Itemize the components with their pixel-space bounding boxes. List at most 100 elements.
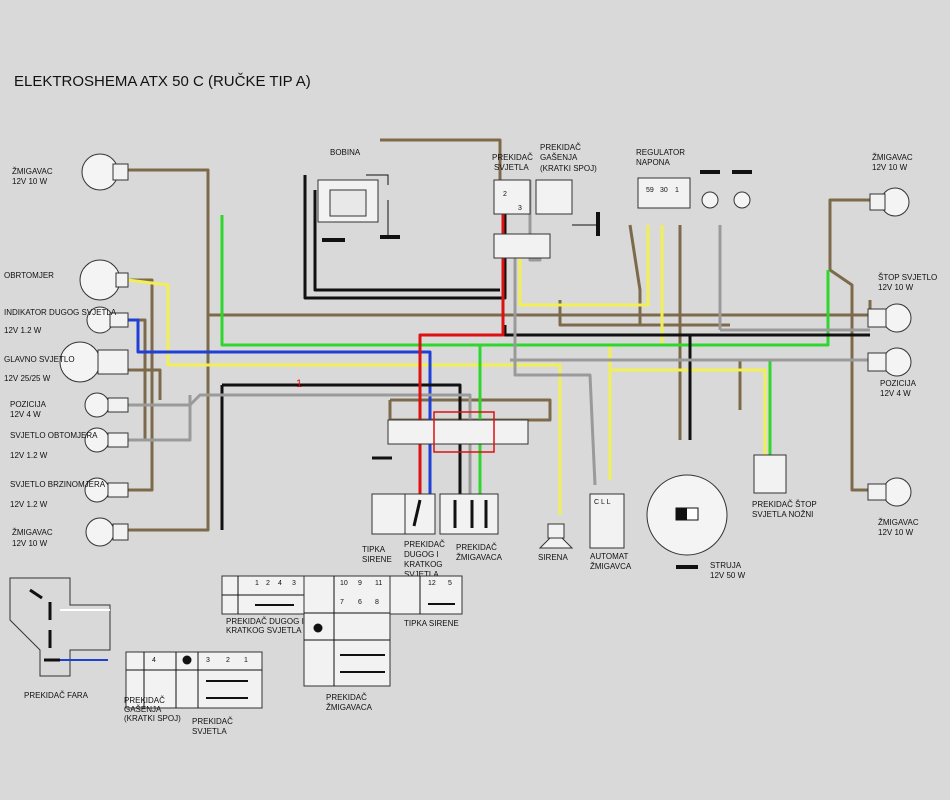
- automat-label-2: ŽMIGAVCA: [590, 562, 632, 571]
- gasenja-label-1: PREKIDAČ: [540, 143, 581, 152]
- zmig-col-11: 11: [375, 580, 382, 587]
- stop-label-2: SVJETLA NOŽNI: [752, 510, 813, 519]
- regulator-napona: REGULATOR NAPONA 59 30 1: [636, 148, 752, 209]
- gasenja-col-1: 1: [244, 657, 248, 664]
- left-pozicija-spec: 12V 4 W: [10, 410, 41, 419]
- sirena-label: SIRENA: [538, 553, 568, 562]
- prekidac-svjetla: PREKIDAČ SVJETLA 2 3 4: [492, 153, 551, 259]
- gasenja-label-2: GAŠENJA: [540, 153, 578, 162]
- dugog-table-label-2: KRATKOG SVJETLA: [226, 626, 302, 635]
- struja-spec: 12V 50 W: [710, 571, 746, 580]
- central-connector: [387, 411, 529, 453]
- right-pozicija: POZICIJA 12V 4 W: [867, 347, 917, 398]
- right-stop-spec: 12V 10 W: [878, 283, 914, 292]
- right-pozicija-name: POZICIJA: [880, 379, 917, 388]
- gasenja-table-label-3: (KRATKI SPOJ): [124, 714, 181, 723]
- zmigavaca-label-1: PREKIDAČ: [456, 543, 497, 552]
- dugog-table-label-1: PREKIDAČ DUGOG I: [226, 617, 304, 626]
- right-zmigavac-bottom-name: ŽMIGAVAC: [878, 518, 919, 527]
- left-svjetlo-obtomjera: SVJETLO OBTOMJERA 12V 1.2 W: [10, 427, 129, 460]
- prekidac-fara-label: PREKIDAČ FARA: [24, 691, 89, 700]
- gasenja-table-label-1: PREKIDAČ: [124, 696, 165, 705]
- zmigavaca-table-label-2: ŽMIGAVACA: [326, 703, 373, 712]
- sw-term-2: 2: [503, 191, 507, 198]
- dugog-col-4: 4: [278, 580, 282, 587]
- zmig-col-9: 9: [358, 580, 362, 587]
- left-glavno-spec: 12V 25/25 W: [4, 374, 51, 383]
- automat-terminals: C L L: [594, 499, 611, 506]
- prekidac-svjetla-label-1: PREKIDAČ: [492, 153, 533, 162]
- gasenja-col-4: 4: [152, 657, 156, 664]
- tipka-sirene: TIPKA SIRENE: [362, 456, 407, 564]
- dugog-label-1: PREKIDAČ: [404, 540, 445, 549]
- left-pozicija: POZICIJA 12V 4 W: [10, 392, 129, 419]
- prekidac-zmigavaca: PREKIDAČ ŽMIGAVACA: [439, 493, 503, 562]
- dugog-col-1: 1: [255, 580, 259, 587]
- struja-generator: STRUJA 12V 50 W: [646, 474, 746, 580]
- left-obrtomjer: OBRTOMJER: [4, 259, 129, 301]
- wire-marker: 1: [296, 378, 302, 390]
- diagram-title: ELEKTROSHEMA ATX 50 C (RUČKE TIP A): [14, 73, 311, 90]
- zmigavaca-table: 10 9 11 7 6 8 PREKIDAČ ŽMIGAVACA: [303, 575, 391, 712]
- tipka-sirene-label-2: SIRENE: [362, 555, 392, 564]
- sirene-col-12: 12: [428, 580, 436, 587]
- right-stop-svjetlo: ŠTOP SVJETLO 12V 10 W: [867, 273, 937, 333]
- stop-label-1: PREKIDAČ ŠTOP: [752, 500, 817, 509]
- automat-label-1: AUTOMAT: [590, 552, 628, 561]
- gasenja-label-3: (KRATKI SPOJ): [540, 164, 597, 173]
- automat-zmigavca: C L L AUTOMAT ŽMIGAVCA: [589, 493, 632, 571]
- zmig-col-10: 10: [340, 580, 348, 587]
- tipka-sirene-label-1: TIPKA: [362, 545, 386, 554]
- gasenja-col-3: 3: [206, 657, 210, 664]
- zmigavaca-label-2: ŽMIGAVACA: [456, 553, 503, 562]
- gasenja-table-label-2: GAŠENJA: [124, 705, 162, 714]
- right-zmigavac-bottom: ŽMIGAVAC 12V 10 W: [867, 477, 919, 537]
- left-zmigavac-bottom-spec: 12V 10 W: [12, 539, 48, 548]
- left-components: ŽMIGAVAC 12V 10 W OBRTOMJER INDIKATOR DU…: [4, 153, 129, 548]
- svjetla-table-label-2: SVJETLA: [192, 727, 227, 736]
- left-svjetlo-brzinomjera: SVJETLO BRZINOMJERA 12V 1.2 W: [10, 477, 129, 509]
- reg-term-59: 59: [646, 187, 654, 194]
- left-obtomjera-name: SVJETLO OBTOMJERA: [10, 431, 98, 440]
- svjetla-table-label-1: PREKIDAČ: [192, 717, 233, 726]
- sirene-col-5: 5: [448, 580, 452, 587]
- prekidac-stop-nozni: PREKIDAČ ŠTOP SVJETLA NOŽNI: [752, 454, 817, 519]
- left-obtomjera-spec: 12V 1.2 W: [10, 451, 48, 460]
- reg-term-30: 30: [660, 187, 668, 194]
- right-stop-name: ŠTOP SVJETLO: [878, 273, 937, 282]
- sirena: SIRENA: [538, 523, 574, 562]
- left-indikator-spec: 12V 1.2 W: [4, 326, 42, 335]
- left-zmigavac-top: ŽMIGAVAC 12V 10 W: [12, 153, 129, 191]
- right-zmigavac-bottom-spec: 12V 10 W: [878, 528, 914, 537]
- left-zmigavac-top-name: ŽMIGAVAC: [12, 167, 53, 176]
- bobina-label: BOBINA: [330, 148, 361, 157]
- left-glavno-name: GLAVNO SVJETLO: [4, 355, 75, 364]
- zmig-col-7: 7: [340, 599, 344, 606]
- right-zmigavac-top-spec: 12V 10 W: [872, 163, 908, 172]
- zmig-col-6: 6: [358, 599, 362, 606]
- gasenja-table: 4 3 2 1 PREKIDAČ GAŠENJA (KRATKI SPOJ) P…: [124, 651, 263, 736]
- left-zmigavac-bottom: ŽMIGAVAC 12V 10 W: [12, 517, 129, 548]
- right-zmigavac-top: ŽMIGAVAC 12V 10 W: [869, 153, 913, 217]
- right-components: ŽMIGAVAC 12V 10 W ŠTOP SVJETLO 12V 10 W …: [867, 153, 937, 537]
- left-zmigavac-top-spec: 12V 10 W: [12, 177, 48, 186]
- left-brzinomjera-spec: 12V 1.2 W: [10, 500, 48, 509]
- sirene-table-label: TIPKA SIRENE: [404, 619, 459, 628]
- left-obrtomjer-name: OBRTOMJER: [4, 271, 54, 280]
- dugog-label-2: DUGOG I: [404, 550, 439, 559]
- right-zmigavac-top-name: ŽMIGAVAC: [872, 153, 913, 162]
- left-brzinomjera-name: SVJETLO BRZINOMJERA: [10, 480, 106, 489]
- right-pozicija-spec: 12V 4 W: [880, 389, 911, 398]
- left-indikator-name: INDIKATOR DUGOG SVJETLA: [4, 308, 117, 317]
- reg-term-1: 1: [675, 187, 679, 194]
- regulator-label-2: NAPONA: [636, 158, 670, 167]
- left-glavno-svjetlo: GLAVNO SVJETLO 12V 25/25 W: [4, 341, 129, 383]
- dugog-label-4: SVJETLA: [404, 570, 439, 579]
- dugog-label-3: KRATKOG: [404, 560, 443, 569]
- prekidac-dugog: PREKIDAČ DUGOG I KRATKOG SVJETLA: [404, 493, 445, 579]
- sw-term-3: 3: [518, 205, 522, 212]
- dugog-table: 1 2 4 3 PREKIDAČ DUGOG I KRATKOG SVJETLA: [221, 575, 305, 635]
- prekidac-svjetla-label-2: SVJETLA: [494, 163, 529, 172]
- bobina: BOBINA: [317, 148, 400, 242]
